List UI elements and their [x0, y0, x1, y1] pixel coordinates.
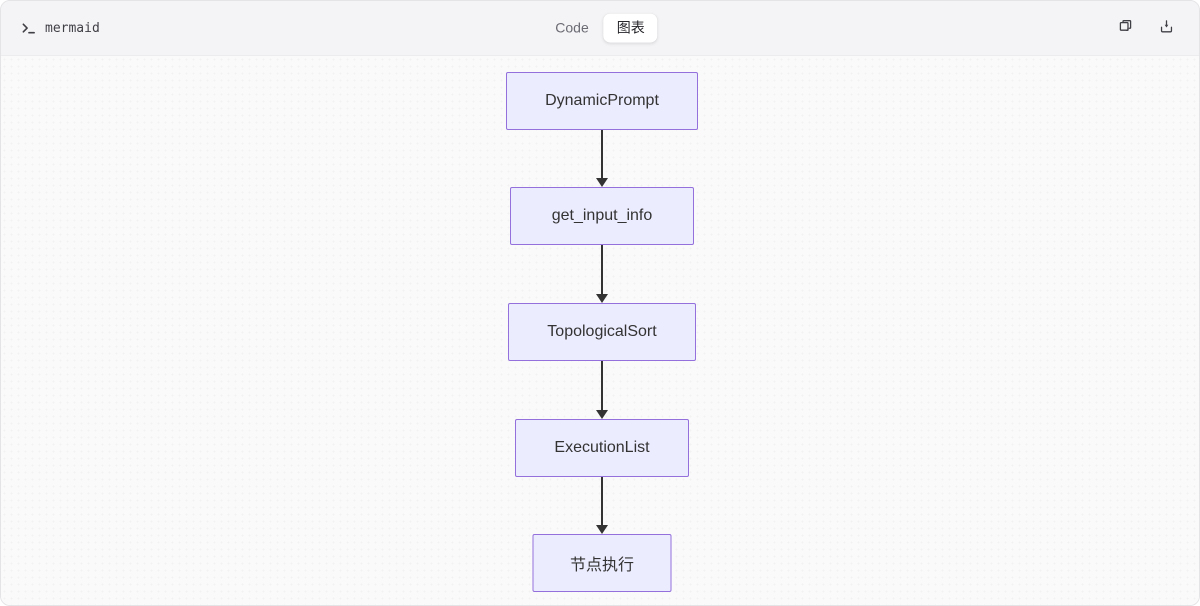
edge-line	[601, 477, 603, 525]
copy-button[interactable]	[1113, 14, 1138, 42]
flowchart-node-dynamicprompt: DynamicPrompt	[506, 72, 698, 130]
edge-line	[601, 245, 603, 294]
copy-icon	[1117, 18, 1134, 38]
arrowhead-icon	[596, 178, 608, 187]
edge-arrow-1	[595, 130, 609, 187]
flowchart-node-node-execution: 节点执行	[532, 534, 672, 592]
diagram-canvas: DynamicPrompt get_input_info Topological…	[1, 56, 1199, 605]
edge-arrow-3	[595, 361, 609, 419]
terminal-prompt-icon	[21, 21, 36, 36]
arrowhead-icon	[596, 525, 608, 534]
edge-line	[601, 361, 603, 410]
view-switcher: Code 图表	[542, 13, 658, 43]
download-icon	[1158, 18, 1175, 38]
arrowhead-icon	[596, 410, 608, 419]
download-button[interactable]	[1154, 14, 1179, 42]
toolbar: mermaid Code 图表	[1, 1, 1199, 56]
brand: mermaid	[21, 21, 100, 36]
edge-line	[601, 130, 603, 178]
flowchart-node-get-input-info: get_input_info	[510, 187, 694, 245]
tab-diagram[interactable]: 图表	[603, 13, 658, 43]
tab-code[interactable]: Code	[542, 14, 601, 43]
edge-arrow-2	[595, 245, 609, 303]
flowchart-node-executionlist: ExecutionList	[515, 419, 689, 477]
app-title: mermaid	[45, 20, 100, 36]
arrowhead-icon	[596, 294, 608, 303]
toolbar-actions	[1113, 14, 1179, 42]
flowchart-node-topologicalsort: TopologicalSort	[508, 303, 696, 361]
edge-arrow-4	[595, 477, 609, 534]
